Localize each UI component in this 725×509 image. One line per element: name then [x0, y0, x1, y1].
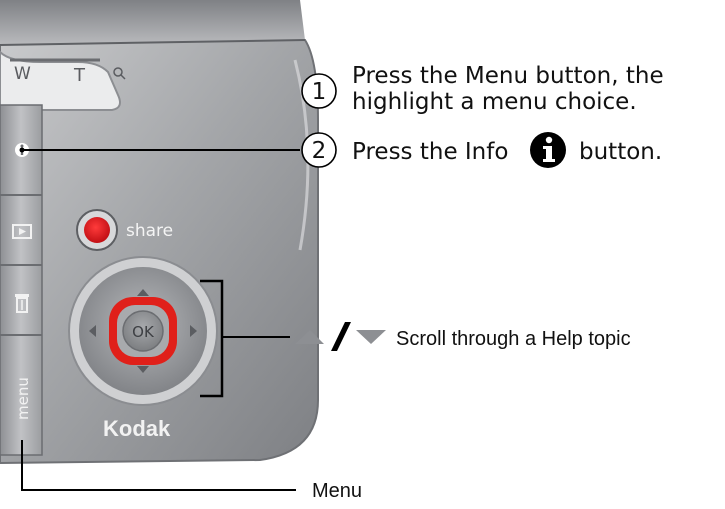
zoom-lever[interactable]: W T	[0, 50, 126, 111]
up-arrow-icon	[137, 289, 149, 296]
trash-icon	[15, 294, 29, 313]
magnifier-icon	[113, 67, 126, 80]
share-label: share	[126, 221, 173, 241]
right-arrow-icon	[190, 325, 197, 337]
down-arrow-icon	[137, 366, 149, 373]
ok-button[interactable]: OK	[109, 297, 177, 365]
scroll-callout: Scroll through a Help topic	[295, 322, 631, 351]
step-2: 2 Press the Info button.	[301, 132, 662, 168]
step-2-text-before-icon: Press the Info	[352, 139, 508, 165]
menu-button[interactable]: menu	[14, 377, 32, 420]
scroll-bracket	[200, 279, 290, 398]
step-2-text-after-icon: button.	[579, 139, 662, 165]
step-2-number: 2	[312, 138, 327, 164]
brand-logo: Kodak	[103, 416, 171, 441]
review-icon	[12, 224, 32, 239]
step-1-line1: Press the Menu button, the	[352, 63, 664, 89]
delete-button[interactable]	[15, 294, 29, 313]
step-1: 1 Press the Menu button, the highlight a…	[301, 63, 664, 115]
step-2-number-circle	[301, 132, 337, 168]
ok-label: OK	[132, 323, 155, 341]
zoom-tele-label: T	[73, 65, 86, 86]
review-button[interactable]	[12, 224, 32, 239]
share-button[interactable]: share	[76, 209, 173, 251]
info-callout-line	[19, 147, 300, 153]
step-1-number-circle	[301, 73, 337, 109]
info-icon	[530, 132, 566, 168]
scroll-callout-text: Scroll through a Help topic	[396, 328, 631, 350]
left-button-strip	[0, 104, 43, 456]
down-arrow-icon	[356, 330, 386, 344]
menu-button-label: menu	[14, 377, 32, 420]
left-arrow-icon	[89, 325, 96, 337]
step-1-number: 1	[312, 79, 327, 105]
menu-callout-text: Menu	[312, 480, 362, 502]
slash-separator	[331, 322, 351, 351]
step-1-line2: highlight a menu choice.	[352, 89, 637, 115]
menu-callout-line	[21, 440, 296, 491]
up-arrow-icon	[295, 330, 324, 344]
zoom-wide-label: W	[14, 64, 31, 84]
